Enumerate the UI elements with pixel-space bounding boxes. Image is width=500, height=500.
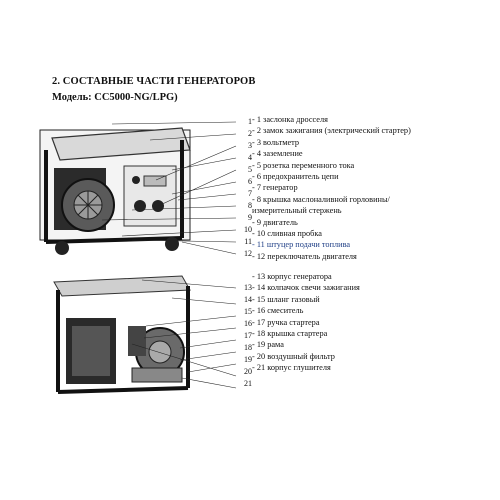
generator-front-drawing — [39, 121, 237, 255]
generator-rear-drawing — [53, 275, 237, 394]
callout-numbers-1: 1 2 3 4 5 6 7 8 9 10 11 12 — [238, 117, 252, 261]
legend-item: - 4 заземление — [252, 149, 303, 159]
callout-numbers-2: 13 14 15 16 17 18 19 20 21 — [238, 283, 252, 391]
air-filter — [128, 326, 146, 356]
wheel-right — [165, 237, 179, 251]
callout-20: 20 — [244, 367, 252, 376]
legend-item: - 3 вольтметр — [252, 137, 300, 147]
callout-19: 19 — [244, 355, 252, 364]
legend-item: - 20 воздушный фильтр — [252, 351, 335, 361]
socket-1 — [134, 200, 146, 212]
legend-item: - 13 корпус генератора — [252, 272, 332, 281]
tube-frame — [44, 140, 184, 242]
rear-starter-hub — [148, 340, 172, 364]
legend-item: - 7 генератор — [252, 183, 298, 193]
parts-legend-2: - 13 корпус генератора - 14 колпачок све… — [252, 271, 360, 374]
callout-10: 10 — [244, 225, 252, 234]
fuel-tank — [51, 127, 191, 161]
callout-5: 5 — [248, 165, 252, 174]
tank-top — [53, 275, 191, 297]
callout-6: 6 — [248, 177, 252, 186]
callout-7: 7 — [248, 189, 252, 198]
callout-2: 2 — [248, 129, 252, 138]
alternator-vent — [72, 326, 110, 376]
callout-17: 17 — [244, 331, 252, 340]
legend-item: - 9 двигатель — [252, 217, 298, 227]
callout-16: 16 — [244, 319, 252, 328]
callout-21: 21 — [244, 379, 252, 388]
callout-9: 9 — [248, 213, 252, 222]
legend-item: - 19 рама — [252, 340, 284, 350]
legend-item: - 6 предохранитель цепи — [252, 172, 339, 182]
parts-legend-1: - 1 заслонка дросселя - 2 замок зажигани… — [252, 114, 411, 262]
tube-frame-bottom — [45, 236, 183, 244]
starter-ribs — [74, 191, 102, 219]
legend-item-highlight: - 11 штуцер подачи топлива — [252, 240, 351, 250]
legend-item: - 8 крышка маслоналивной горловины/ — [252, 194, 390, 204]
callout-12: 12 — [244, 249, 252, 258]
rear-callout-lines — [131, 279, 237, 389]
legend-item: - 15 шланг газовый — [252, 294, 320, 304]
legend-item: - 1 заслонка дросселя — [252, 115, 328, 124]
legend-item: измерительный стержень — [252, 206, 342, 216]
callout-3: 3 — [248, 141, 252, 150]
callout-lines — [101, 121, 237, 255]
legend-item: - 16 смеситель — [252, 306, 304, 316]
generator-rear-figure: 13 14 15 16 17 18 19 20 21 — [32, 268, 302, 403]
panel-knob — [132, 176, 140, 184]
legend-item: - 5 розетка переменного тока — [252, 160, 355, 170]
legend-item: - 14 колпачок свечи зажигания — [252, 283, 360, 293]
generator-front-figure: 1 2 3 4 5 6 7 8 9 10 11 12 — [32, 110, 302, 270]
legend-item: - 10 сливная пробка — [252, 229, 322, 239]
callout-14: 14 — [244, 295, 252, 304]
callout-8: 8 — [248, 201, 252, 210]
legend-item: - 21 корпус глушителя — [252, 363, 331, 373]
callout-4: 4 — [248, 153, 252, 162]
wheel-left — [55, 241, 69, 255]
model-label: Модель: CC5000-NG/LPG) — [52, 92, 178, 103]
callout-11: 11 — [244, 237, 252, 246]
callout-13: 13 — [244, 283, 252, 292]
voltmeter-box — [143, 175, 167, 187]
legend-item: - 2 замок зажигания (электрический старт… — [252, 126, 411, 136]
legend-item: - 18 крышка стартера — [252, 329, 328, 339]
callout-15: 15 — [244, 307, 252, 316]
muffler — [131, 367, 183, 383]
rear-tube-frame — [56, 286, 190, 394]
legend-item: - 17 ручка стартера — [252, 317, 320, 327]
legend-item: - 12 переключатель двигателя — [252, 251, 357, 261]
callout-18: 18 — [244, 343, 252, 352]
callout-1: 1 — [248, 117, 252, 126]
section-heading: 2. СОСТАВНЫЕ ЧАСТИ ГЕНЕРАТОРОВ — [52, 76, 256, 87]
